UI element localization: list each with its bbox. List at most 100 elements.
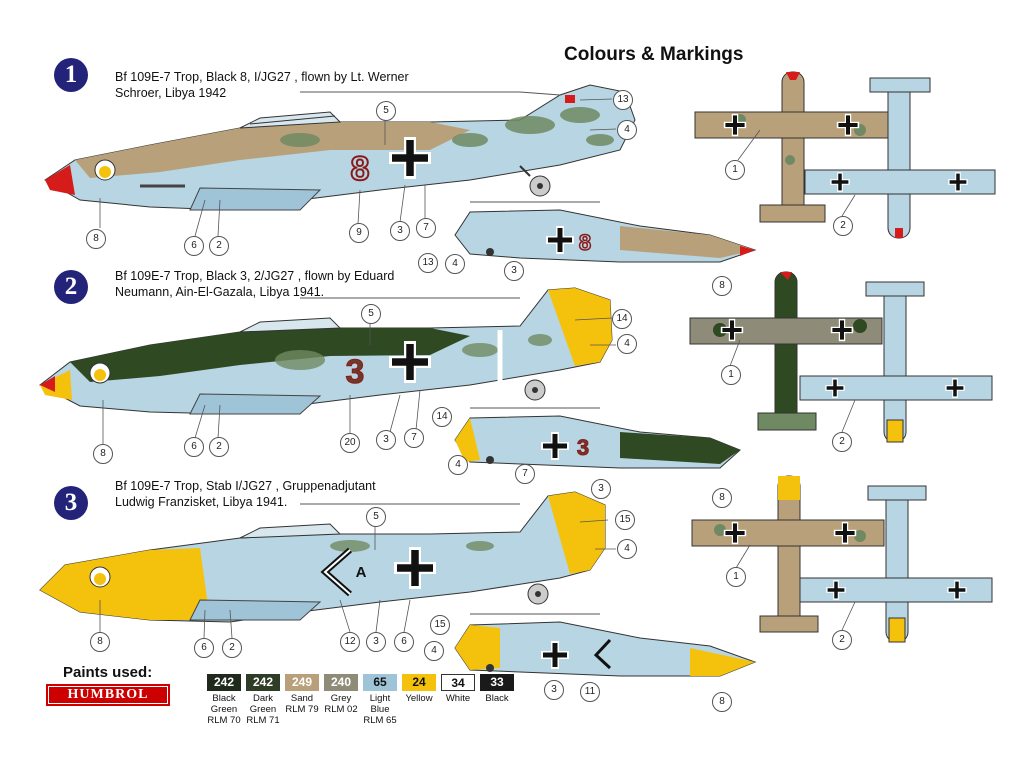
paint-swatch: 65 Light Blue RLM 65 [363,674,397,726]
callout-s2-20: 20 [340,433,360,453]
callout-s1-8: 8 [86,229,106,249]
scheme-2-fuselage-code: 3 [346,353,365,391]
page-title: Colours & Markings [564,44,744,65]
scheme-3-bottom-view [799,485,993,643]
paint-swatch-name: Black [485,693,509,704]
scheme-3-side-view [39,491,606,623]
callout-s3-top-1: 1 [726,567,746,587]
paint-swatch: 34 White [441,674,475,704]
scheme-1-side-view-small [454,201,757,263]
paint-swatch: 242 Dark Green RLM 71 [246,674,280,726]
humbrol-logo: HUMBROL [46,684,170,706]
scheme-3-number-badge: 3 [54,486,88,520]
paint-swatch-code: 240 [324,674,358,691]
callout-s2-small-4: 4 [448,455,468,475]
callout-s2-top-1: 1 [721,365,741,385]
paint-swatch: 24 Yellow [402,674,436,704]
scheme-1-number-badge: 1 [54,58,88,92]
callout-s1-2: 2 [209,236,229,256]
scheme-1-caption: Bf 109E-7 Trop, Black 8, I/JG27 , flown … [115,69,409,101]
callout-s3-8: 8 [90,632,110,652]
callout-s3-small-4: 4 [424,641,444,661]
scheme-1-bottom-view [804,77,996,239]
callout-s1-6: 6 [184,236,204,256]
callout-s2-14: 14 [612,309,632,329]
callout-s3-small-11: 11 [580,682,600,702]
callout-s3-12: 12 [340,632,360,652]
callout-leader-lines [99,98,856,639]
callout-s2-8: 8 [93,444,113,464]
humbrol-logo-text: HUMBROL [49,687,167,703]
callout-s2-7: 7 [404,428,424,448]
scheme-2-top-view [689,271,883,431]
callout-s3-6b: 6 [394,632,414,652]
scheme-3-caption-line-1: Bf 109E-7 Trop, Stab I/JG27 , Gruppenadj… [115,479,376,493]
scheme-3-side-view-small [454,613,757,677]
callout-s2-2: 2 [209,437,229,457]
paint-swatch-name: Sand RLM 79 [285,693,319,715]
paint-swatch-code: 242 [246,674,280,691]
callout-s2-4: 4 [617,334,637,354]
callout-s1-9: 9 [349,223,369,243]
scheme-1-fuselage-code: 8 [351,150,370,188]
callout-s3-15: 15 [615,510,635,530]
scheme-1-small-fuselage-code: 8 [579,230,591,255]
callout-s3-small-3: 3 [544,680,564,700]
callout-s3-bottom-2: 2 [832,630,852,650]
callout-s1-small-13: 13 [418,253,438,273]
callout-s3-6: 6 [194,638,214,658]
scheme-2-side-view-small [454,407,741,469]
callout-s1-5: 5 [376,101,396,121]
callout-s3-4: 4 [617,539,637,559]
paint-swatch-code: 249 [285,674,319,691]
scheme-3-top-view [691,475,885,633]
paint-swatch-name: Black Green RLM 70 [207,693,241,726]
callout-s1-13: 13 [613,90,633,110]
paint-swatch-name: White [445,693,471,704]
callout-s1-7: 7 [416,218,436,238]
scheme-2-caption-line-2: Neumann, Ain-El-Gazala, Libya 1941. [115,285,325,299]
paint-swatch-name: Light Blue RLM 65 [363,693,397,726]
paint-swatch: 242 Black Green RLM 70 [207,674,241,726]
paint-swatch: 249 Sand RLM 79 [285,674,319,715]
callout-s3-5: 5 [366,507,386,527]
scheme-3-caption-line-2: Ludwig Franzisket, Libya 1941. [115,495,288,509]
paint-swatch-name: Grey RLM 02 [324,693,358,715]
callout-s3-small-15: 15 [430,615,450,635]
callout-s2-small-14: 14 [432,407,452,427]
callout-s1-small-4: 4 [445,254,465,274]
scheme-3-caption: Bf 109E-7 Trop, Stab I/JG27 , Gruppenadj… [115,478,376,510]
scheme-2-small-fuselage-code: 3 [577,435,589,460]
callout-s2-small-3: 3 [591,479,611,499]
callout-s1-small-8: 8 [712,276,732,296]
paint-swatch-name: Yellow [405,693,433,704]
scheme-3-fuselage-code: A [356,564,367,581]
callout-s2-5: 5 [361,304,381,324]
scheme-2-number-badge: 2 [54,270,88,304]
callout-s3-small-8: 8 [712,692,732,712]
scheme-1-top-view [694,71,891,223]
callout-s2-small-7: 7 [515,464,535,484]
callout-s1-bottom-2: 2 [833,216,853,236]
scheme-2-caption: Bf 109E-7 Trop, Black 3, 2/JG27 , flown … [115,268,394,300]
callout-s3-2: 2 [222,638,242,658]
paint-swatch-code: 65 [363,674,397,691]
callout-s1-top-1: 1 [725,160,745,180]
callout-s2-small-8: 8 [712,488,732,508]
paint-swatch: 33 Black [480,674,514,704]
scheme-1-caption-line-1: Bf 109E-7 Trop, Black 8, I/JG27 , flown … [115,70,409,84]
callout-s1-4: 4 [617,120,637,140]
paint-swatch: 240 Grey RLM 02 [324,674,358,715]
paints-used-label: Paints used: [63,664,153,681]
scheme-2-side-view [39,287,613,415]
scheme-2-caption-line-1: Bf 109E-7 Trop, Black 3, 2/JG27 , flown … [115,269,395,283]
callout-s2-bottom-2: 2 [832,432,852,452]
callout-s3-3: 3 [366,632,386,652]
scheme-1-side-view [44,84,636,211]
paint-swatch-code: 33 [480,674,514,691]
callout-s1-3: 3 [390,221,410,241]
callout-s1-small-3: 3 [504,261,524,281]
callout-s2-6: 6 [184,437,204,457]
